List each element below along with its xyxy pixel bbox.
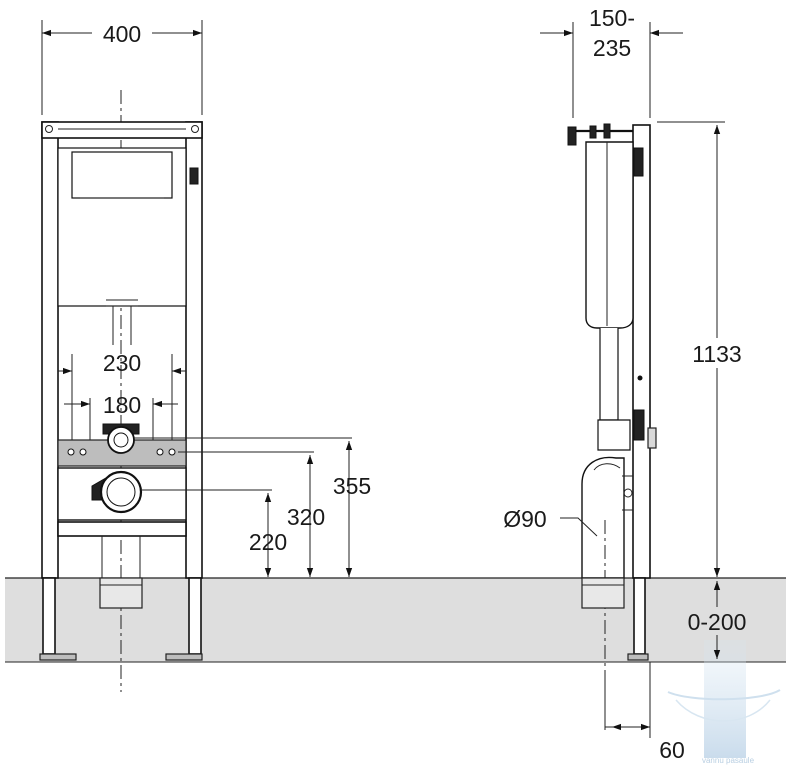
dim-depth-range-1: 150- (589, 5, 635, 31)
dim-pipe-spacing: 230 (103, 350, 141, 376)
vannu-pasaule-watermark: vannu pasaule (667, 640, 781, 765)
left-foot (39, 653, 77, 661)
side-drain-bend (581, 456, 625, 579)
wall-bracket-plate (567, 126, 577, 146)
right-foot (165, 653, 203, 661)
side-post (632, 124, 651, 579)
dim-frame-height: 1133 (692, 341, 741, 367)
watermark-text: vannu pasaule (702, 756, 755, 765)
side-view: 150- 235 Ø90 (503, 5, 756, 763)
dim-frame-width: 400 (103, 21, 141, 47)
dim-drain-diameter: Ø90 (503, 506, 546, 532)
side-drain-pipe (581, 577, 625, 609)
flush-plate-opening (71, 151, 173, 199)
front-view: 230 180 40 (39, 20, 371, 692)
side-foot (627, 653, 649, 661)
front-drain-pipe (99, 577, 143, 609)
dim-flush-pipe-height: 355 (333, 473, 371, 499)
left-leg (42, 577, 56, 655)
dim-drain-offset: 60 (659, 737, 685, 763)
lower-rail (57, 521, 187, 537)
dim-bolt-spacing: 180 (103, 392, 141, 418)
dim-depth-range-2: 235 (593, 35, 631, 61)
left-post (41, 121, 59, 579)
right-leg (188, 577, 202, 655)
top-rail (41, 121, 203, 139)
dim-drain-height: 220 (249, 529, 287, 555)
side-clip (189, 167, 199, 185)
dim-bolt-height: 320 (287, 504, 325, 530)
side-leg (633, 577, 646, 655)
side-cistern (585, 141, 634, 329)
dim-leg-adjustment: 0-200 (688, 609, 747, 635)
right-post (185, 121, 203, 579)
